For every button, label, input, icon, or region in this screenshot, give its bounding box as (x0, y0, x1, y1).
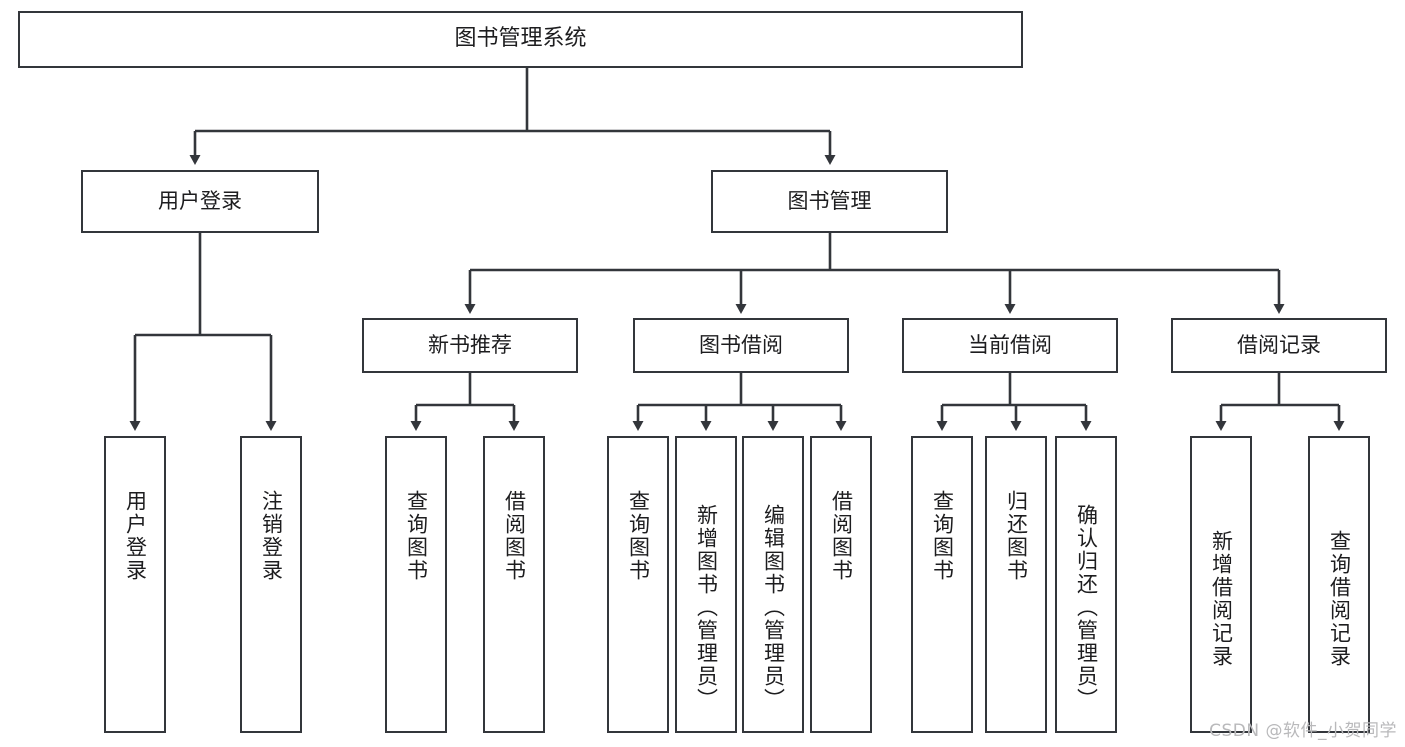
node-leaf-user-login-label: 用户登录 (123, 490, 148, 582)
node-current-borrow[interactable]: 当前借阅 (902, 318, 1118, 373)
node-root-label: 图书管理系统 (454, 26, 587, 52)
node-leaf-query-book-2[interactable]: 查询图书 (607, 436, 669, 733)
node-leaf-query-book-3-label: 查询图书 (930, 490, 955, 582)
node-root[interactable]: 图书管理系统 (18, 11, 1023, 68)
node-current-borrow-label: 当前借阅 (968, 333, 1052, 358)
node-leaf-user-login[interactable]: 用户登录 (104, 436, 166, 733)
node-book-borrow-label: 图书借阅 (699, 333, 783, 358)
node-leaf-return-book-label: 归还图书 (1004, 490, 1029, 582)
node-leaf-query-book-2-label: 查询图书 (626, 490, 651, 582)
node-leaf-add-book-label: 新增图书（管理员） (694, 504, 719, 711)
node-new-book-recommend[interactable]: 新书推荐 (362, 318, 578, 373)
node-leaf-confirm-return[interactable]: 确认归还（管理员） (1055, 436, 1117, 733)
node-user-login-label: 用户登录 (158, 189, 242, 214)
node-leaf-query-record-label: 查询借阅记录 (1327, 530, 1352, 668)
node-leaf-query-book-1-label: 查询图书 (404, 490, 429, 582)
node-leaf-borrow-book-2-label: 借阅图书 (829, 490, 854, 582)
node-leaf-borrow-book-1-label: 借阅图书 (502, 490, 527, 582)
node-leaf-return-book[interactable]: 归还图书 (985, 436, 1047, 733)
node-leaf-borrow-book-1[interactable]: 借阅图书 (483, 436, 545, 733)
csdn-watermark: CSDN @软件_小贺同学 (1209, 721, 1397, 741)
node-leaf-add-book[interactable]: 新增图书（管理员） (675, 436, 737, 733)
node-leaf-logout-label: 注销登录 (259, 490, 284, 582)
node-leaf-query-book-3[interactable]: 查询图书 (911, 436, 973, 733)
node-leaf-logout[interactable]: 注销登录 (240, 436, 302, 733)
node-borrow-record-label: 借阅记录 (1237, 333, 1321, 358)
node-user-login[interactable]: 用户登录 (81, 170, 319, 233)
node-leaf-query-record[interactable]: 查询借阅记录 (1308, 436, 1370, 733)
node-leaf-add-record[interactable]: 新增借阅记录 (1190, 436, 1252, 733)
node-borrow-record[interactable]: 借阅记录 (1171, 318, 1387, 373)
node-leaf-edit-book-label: 编辑图书（管理员） (761, 504, 786, 711)
node-leaf-borrow-book-2[interactable]: 借阅图书 (810, 436, 872, 733)
node-book-manage[interactable]: 图书管理 (711, 170, 948, 233)
node-book-borrow[interactable]: 图书借阅 (633, 318, 849, 373)
node-leaf-confirm-return-label: 确认归还（管理员） (1074, 504, 1099, 711)
node-leaf-query-book-1[interactable]: 查询图书 (385, 436, 447, 733)
node-book-manage-label: 图书管理 (787, 189, 872, 214)
node-new-book-recommend-label: 新书推荐 (428, 333, 512, 358)
node-leaf-edit-book[interactable]: 编辑图书（管理员） (742, 436, 804, 733)
node-leaf-add-record-label: 新增借阅记录 (1209, 530, 1234, 668)
